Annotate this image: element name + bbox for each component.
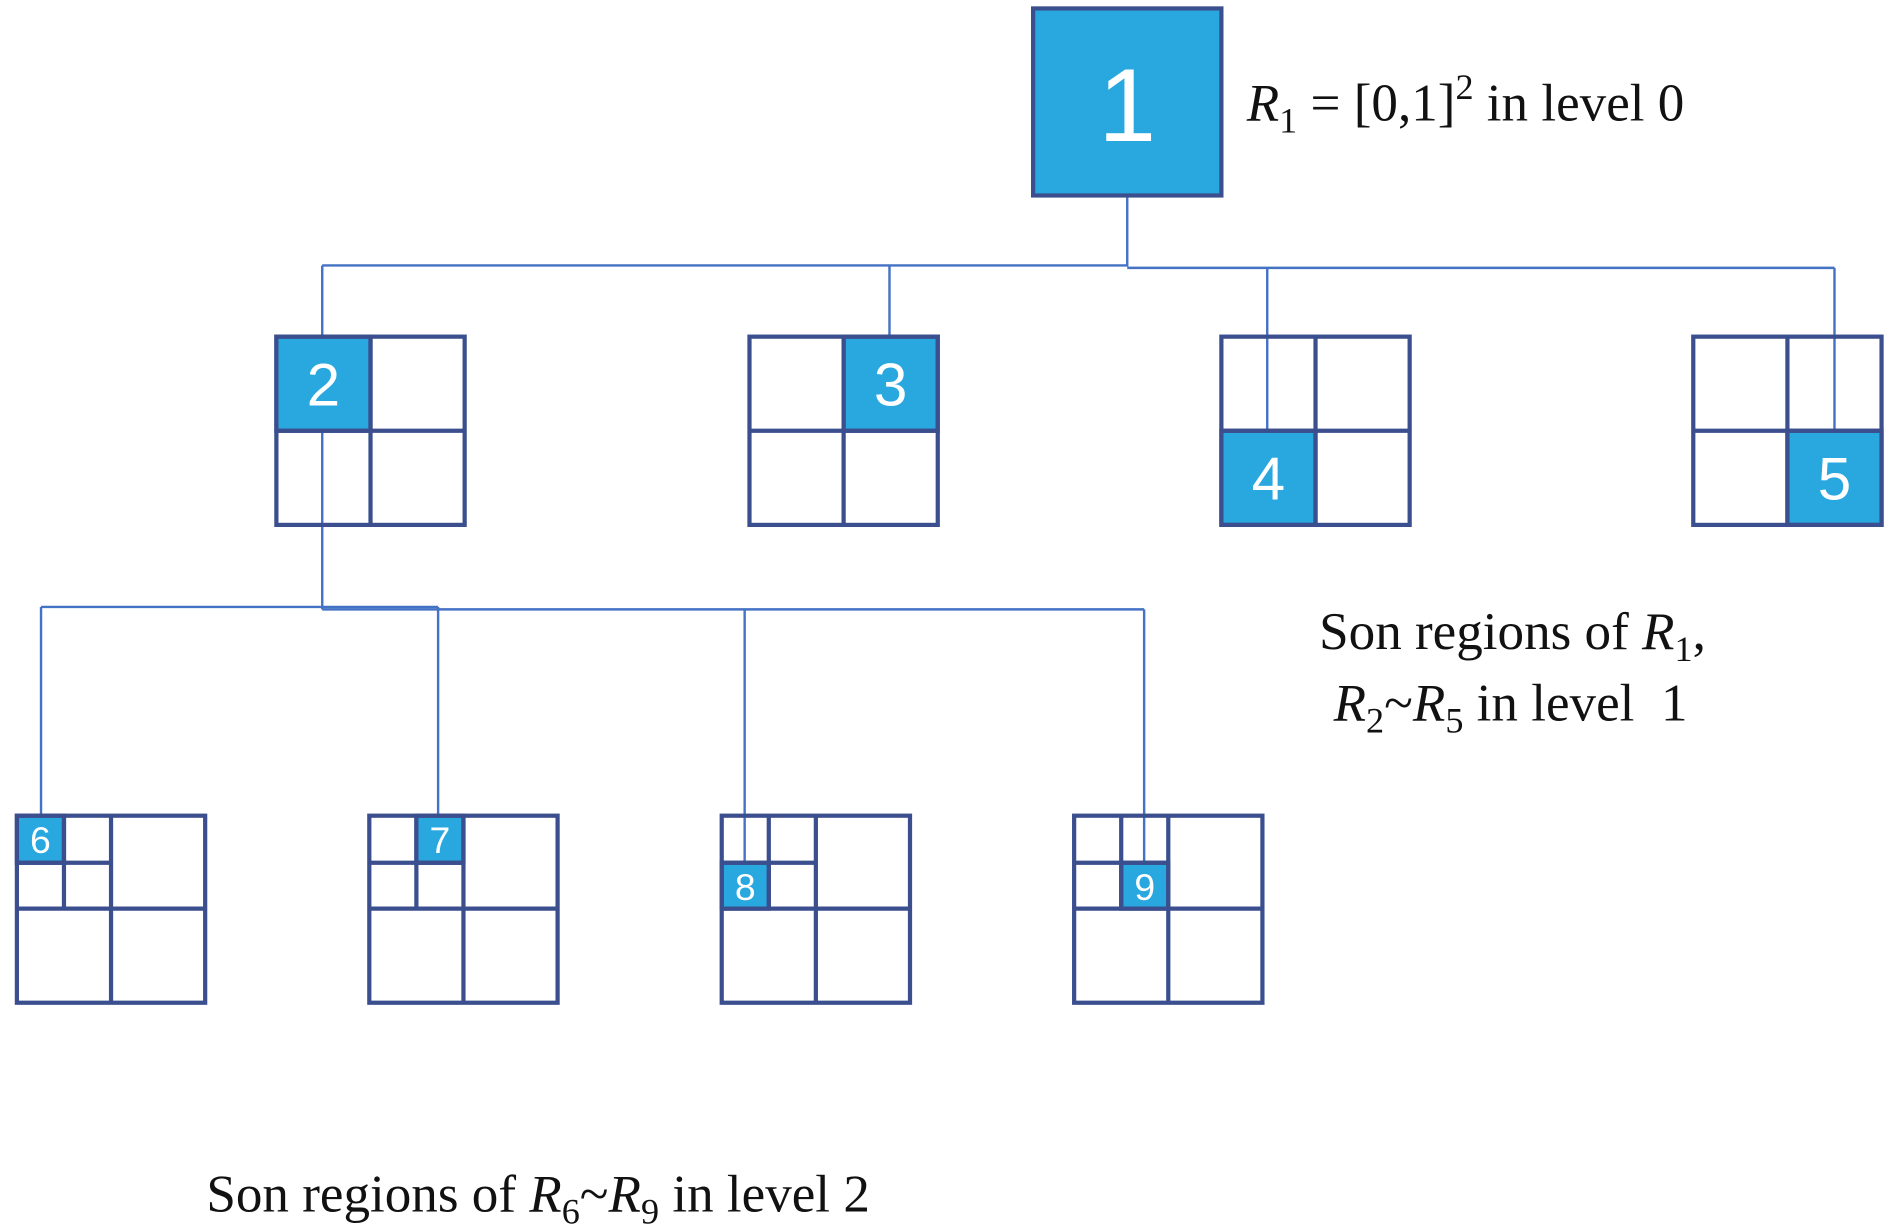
level2-region-8: 8 [719, 813, 913, 1005]
node-label-7: 7 [430, 819, 451, 861]
level2-region-6: 6 [14, 813, 208, 1005]
node-label-6: 6 [30, 819, 51, 861]
root-square [1030, 6, 1224, 198]
node-label-5: 5 [1818, 445, 1852, 513]
level1-region-2: 2 [274, 334, 467, 528]
node-label-3: 3 [874, 350, 908, 418]
level1-region-3: 3 [747, 334, 940, 528]
level2-region-9: 9 [1072, 813, 1265, 1005]
node-label-2: 2 [307, 350, 341, 418]
level1-caption-line2: R2~R5 in level 1 [1333, 674, 1688, 740]
node-label-1: 1 [1098, 47, 1156, 163]
level2-region-7: 7 [367, 813, 560, 1005]
level1-region-4: 4 [1219, 334, 1412, 528]
level1-region-5: 5 [1691, 334, 1884, 528]
level0-caption: R1 = [0,1]2 in level 0 [1246, 67, 1685, 141]
level2-caption: Son regions of R6~R9 in level 2 [206, 1165, 870, 1231]
level0-region-1: 1 [1030, 6, 1224, 198]
node-label-8: 8 [735, 866, 756, 908]
level1-caption-line1: Son regions of R1, [1319, 603, 1706, 669]
node-label-4: 4 [1252, 445, 1286, 513]
connectors [39, 195, 1836, 864]
node-label-9: 9 [1134, 866, 1155, 908]
